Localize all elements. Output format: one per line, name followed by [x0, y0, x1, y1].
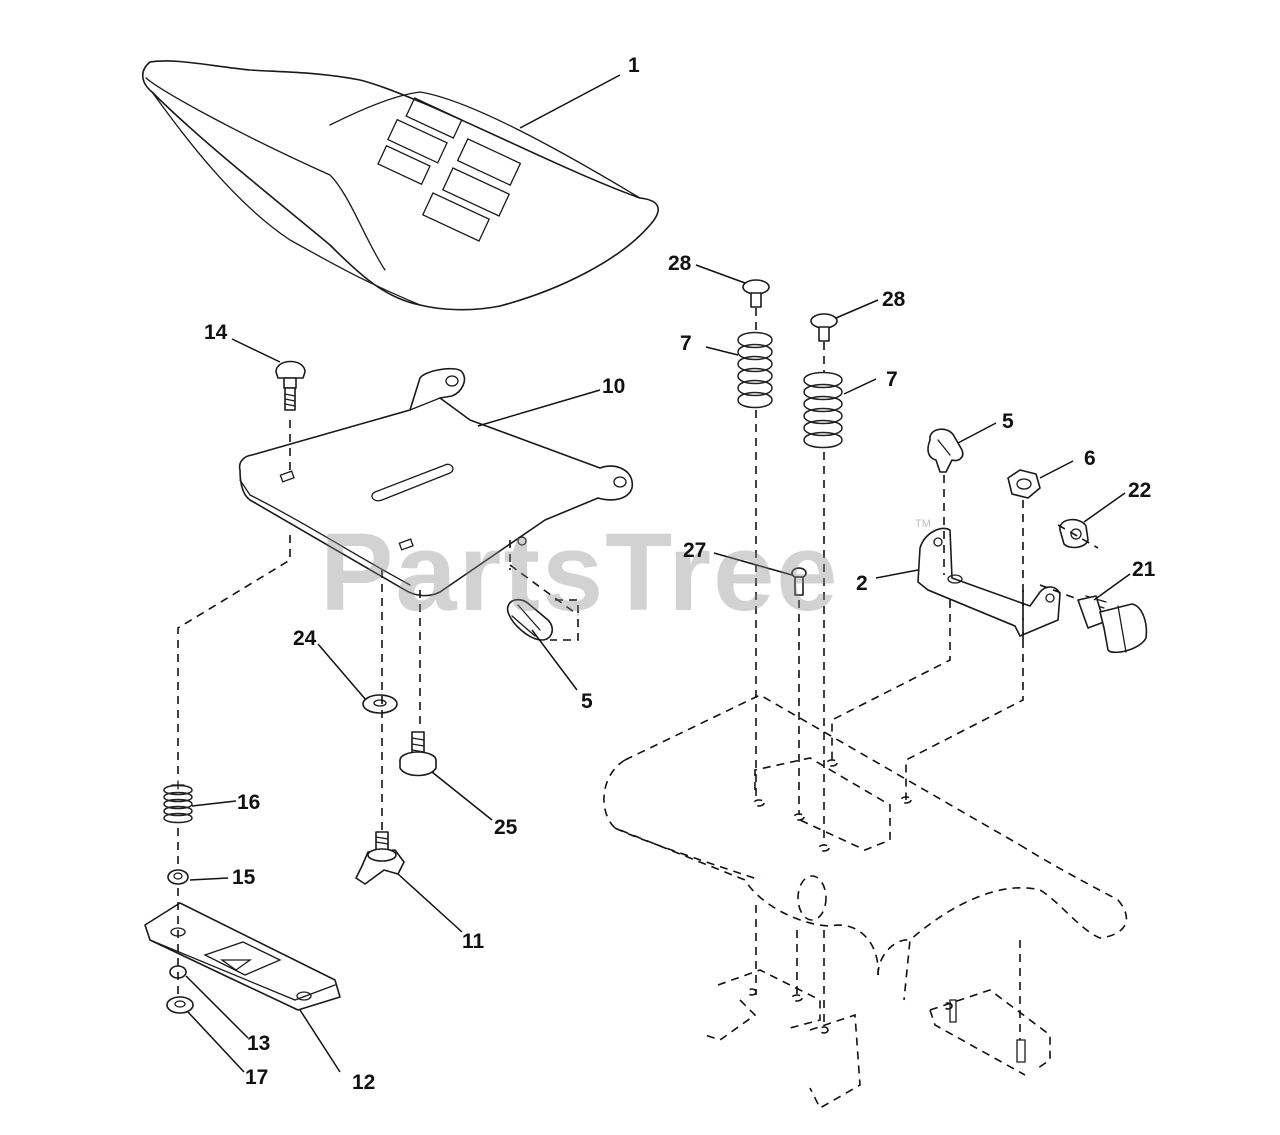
callout-17: 17: [245, 1066, 268, 1089]
callout-21: 21: [1132, 558, 1156, 581]
callout-28-right: 28: [882, 288, 906, 311]
callout-25: 25: [494, 816, 518, 839]
callout-7-right: 7: [886, 368, 898, 391]
callout-11: 11: [462, 930, 485, 953]
carriage-bolt-part: [275, 360, 306, 411]
washer-part-24: [362, 694, 398, 714]
nut-part-6: [1007, 469, 1041, 499]
leader-lines: [185, 74, 1131, 1073]
callout-2: 2: [856, 572, 868, 595]
callout-5-right: 5: [1002, 410, 1014, 433]
fender-frame-reference: [603, 694, 1128, 1110]
watermark-trademark: TM: [915, 518, 931, 530]
bolt-part-21: [1077, 595, 1148, 654]
callout-16: 16: [237, 791, 260, 814]
spring-part-7-right: [803, 371, 843, 449]
callout-22: 22: [1128, 479, 1151, 502]
callout-5-left: 5: [581, 690, 593, 713]
watermark-text: PartsTree: [320, 511, 839, 634]
callout-15: 15: [232, 866, 256, 889]
callout-14: 14: [204, 321, 228, 344]
seat-part: [141, 60, 659, 311]
angle-bracket-part: [917, 527, 1061, 637]
screw-part-27: [791, 567, 807, 596]
callout-labels: 1 2 5 5 6 7 7 10 11 12 13 14 15 16 17 21…: [204, 54, 1156, 1094]
screw-part-28-left: [742, 279, 770, 308]
knob-part: [355, 831, 405, 885]
callout-24: 24: [293, 627, 317, 650]
screw-part-28-right: [810, 313, 838, 342]
callout-7-left: 7: [680, 332, 692, 355]
spring-part-16: [163, 780, 193, 824]
shoulder-bolt-part: [399, 731, 437, 777]
spacer-part-15: [167, 869, 189, 885]
callout-13: 13: [247, 1032, 270, 1055]
clip-part-left: [506, 540, 579, 641]
callout-10: 10: [602, 375, 625, 398]
callout-1: 1: [628, 54, 640, 77]
assembly-lines: [177, 308, 1099, 1040]
seat-pan-part: [238, 367, 633, 597]
seat-bracket-part: [144, 902, 341, 1011]
clip-part-right: [927, 428, 964, 473]
spring-part-7-left: [737, 331, 773, 409]
partstree-watermark: PartsTree TM: [320, 511, 931, 634]
washer-part-17: [166, 996, 194, 1014]
callout-12: 12: [352, 1071, 375, 1094]
callout-27: 27: [683, 539, 706, 562]
callout-28-left: 28: [668, 252, 692, 275]
callout-6: 6: [1084, 447, 1096, 470]
